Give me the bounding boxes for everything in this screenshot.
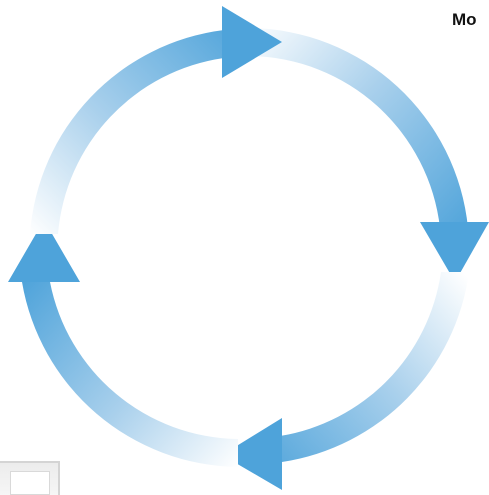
cycle-arrowhead-right <box>420 222 489 282</box>
cycle-arc-top-right <box>250 28 468 228</box>
thumbnail-inner-frame <box>10 471 50 495</box>
cycle-arrowhead-left <box>8 220 80 282</box>
thumbnail-image <box>0 461 60 495</box>
cycle-arrowhead-bottom <box>222 418 282 490</box>
cycle-arrowhead-top <box>222 6 282 78</box>
cycle-arc-bottom-right <box>280 272 469 462</box>
corner-label: Mo <box>452 10 477 29</box>
cycle-arc-bottom-left <box>22 282 238 467</box>
cycle-arc-top-left <box>30 30 224 234</box>
